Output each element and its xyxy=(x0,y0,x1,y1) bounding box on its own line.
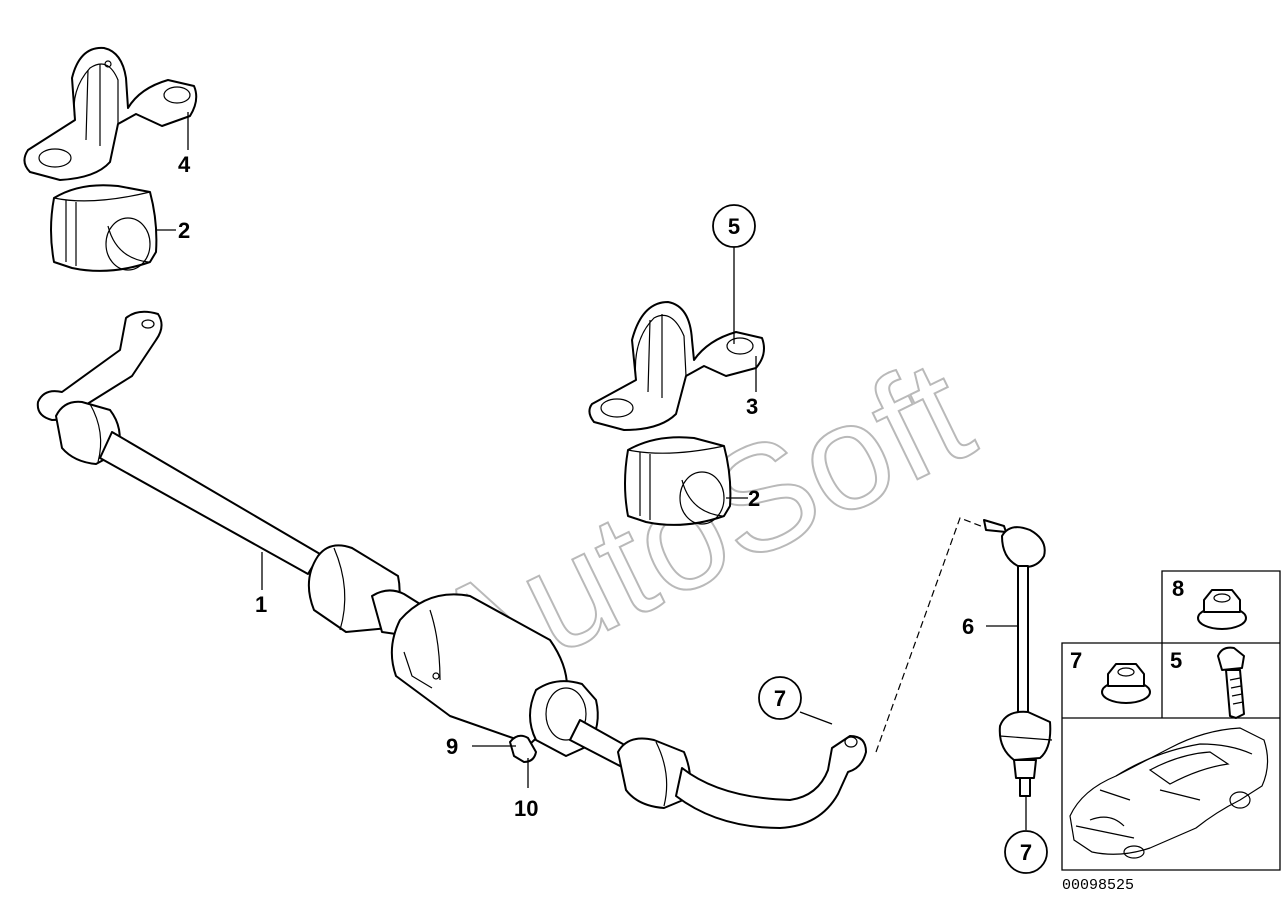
callout-1: 1 xyxy=(255,592,267,617)
assembly-dashed-line xyxy=(875,517,987,753)
svg-text:7: 7 xyxy=(774,686,786,711)
callout-2-left: 2 xyxy=(178,218,190,243)
callout-4: 4 xyxy=(178,152,191,177)
callout-9: 9 xyxy=(446,734,458,759)
diagram-number: 00098525 xyxy=(1062,877,1134,894)
callout-7-circled: 7 xyxy=(1004,830,1048,874)
callout-3: 3 xyxy=(746,394,758,419)
panel-label-7: 7 xyxy=(1070,648,1082,673)
callout-2-center: 2 xyxy=(748,486,760,511)
svg-text:5: 5 xyxy=(728,214,740,239)
hex-bolt-icon xyxy=(1217,646,1245,719)
svg-text:7: 7 xyxy=(1020,840,1032,865)
vehicle-location-icon xyxy=(1069,727,1269,859)
clamp-bracket-part-3[interactable] xyxy=(588,301,765,431)
rubber-mount-part-2-left[interactable] xyxy=(50,184,158,272)
flange-nut-icon xyxy=(1101,663,1151,704)
flange-nut-icon xyxy=(1197,589,1247,630)
callout-8-circled: 7 xyxy=(758,676,802,720)
panel-label-8: 8 xyxy=(1172,576,1184,601)
callout-5-circled: 5 xyxy=(712,204,756,248)
clamp-bracket-part-4[interactable] xyxy=(23,46,198,181)
callout-6: 6 xyxy=(962,614,974,639)
stabilizer-link-part-6[interactable] xyxy=(983,519,1053,797)
rubber-mount-part-2-center[interactable] xyxy=(624,436,732,526)
hardware-panel: 8 7 5 xyxy=(1061,570,1281,871)
stabilizer-bar-part-1[interactable] xyxy=(36,310,867,829)
callout-10: 10 xyxy=(514,796,538,821)
leader-lines xyxy=(156,112,1027,830)
panel-label-5: 5 xyxy=(1170,648,1182,673)
